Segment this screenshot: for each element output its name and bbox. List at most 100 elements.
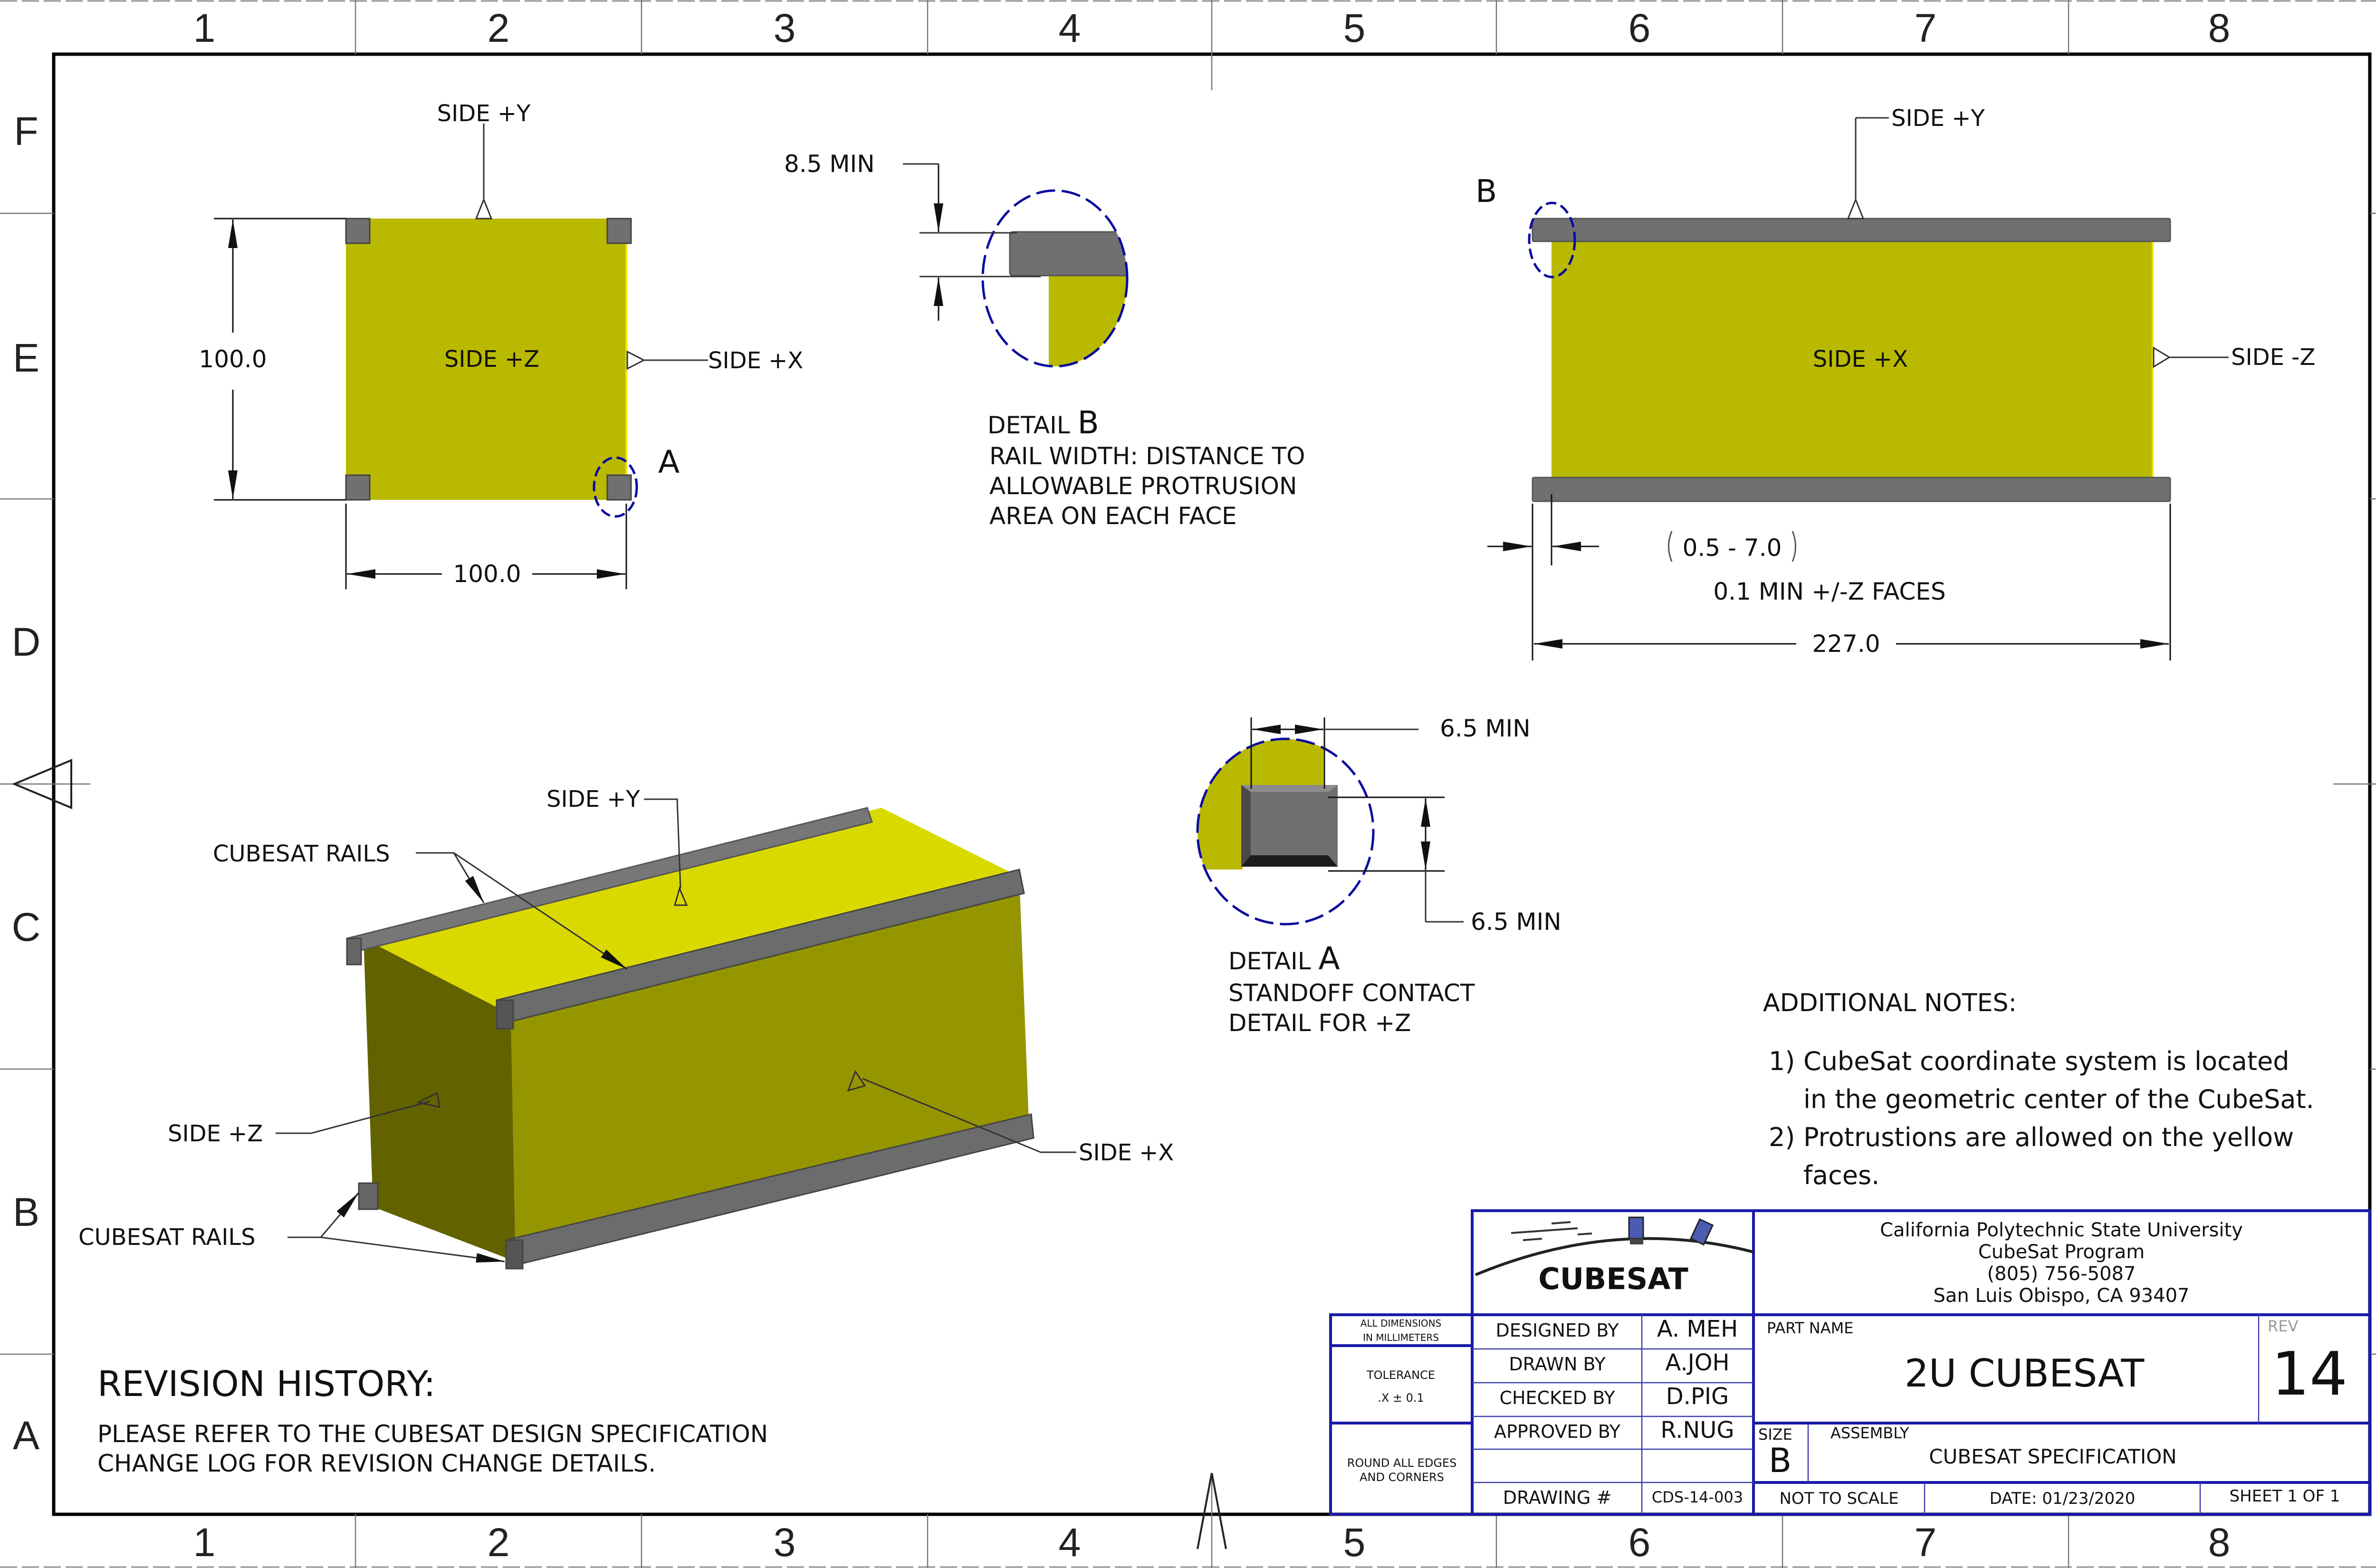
svg-text:ASSEMBLY: ASSEMBLY [1830, 1424, 1909, 1442]
side-indicator-icon [626, 350, 646, 370]
iso-label-side-z: SIDE +Z [168, 1120, 263, 1147]
iso-label-rails-bottom: CUBESAT RAILS [78, 1224, 256, 1251]
drawing-number: CDS-14-003 [1652, 1488, 1743, 1506]
isometric-view: SIDE +Y CUBESAT RAILS SIDE +Z SIDE +X CU… [78, 786, 1174, 1270]
signoff-name: R.NUG [1660, 1417, 1734, 1444]
svg-text:PART NAME: PART NAME [1767, 1319, 1853, 1337]
center-mark-left-icon [11, 759, 72, 809]
face-plus-x [1552, 240, 2153, 478]
detail-a-callout-letter: A [658, 444, 680, 480]
svg-text:REV: REV [2268, 1317, 2298, 1335]
front-view: SIDE +Y SIDE +Z SIDE +X 100.0 100.0 A [199, 100, 803, 589]
svg-text:ALL DIMENSIONS: ALL DIMENSIONS [1360, 1318, 1441, 1329]
dim-range: 0.5 - 7.0 [1683, 534, 1782, 562]
iso-face-plus-z [364, 938, 516, 1262]
side-indicator-icon [1847, 197, 1865, 220]
svg-text:SIZE: SIZE [1758, 1425, 1792, 1444]
svg-text:7: 7 [1915, 1520, 1937, 1565]
additional-notes: ADDITIONAL NOTES: 1) CubeSat coordinate … [1763, 989, 2314, 1190]
detail-a-dim-height: 6.5 MIN [1471, 908, 1562, 936]
detail-b-line: ALLOWABLE PROTRUSION [989, 472, 1297, 500]
svg-text:C: C [12, 905, 41, 949]
rail-top [1532, 218, 2171, 242]
signoff-name: D.PIG [1666, 1383, 1729, 1410]
label-side-z: SIDE +Z [444, 346, 539, 373]
svg-text:8: 8 [2208, 6, 2231, 50]
iso-face-top [364, 808, 1019, 1014]
org-line: San Luis Obispo, CA 93407 [1934, 1285, 2190, 1307]
revision-number: 14 [2271, 1339, 2347, 1409]
signoff-role: DRAWN BY [1509, 1354, 1606, 1375]
revision-line: CHANGE LOG FOR REVISION CHANGE DETAILS. [97, 1450, 656, 1477]
detail-b-callout-circle [1528, 201, 1576, 278]
date: DATE: 01/23/2020 [1990, 1489, 2136, 1508]
part-name: 2U CUBESAT [1905, 1351, 2145, 1396]
svg-text:F: F [14, 109, 38, 153]
tolerance-value: .X ± 0.1 [1378, 1391, 1424, 1405]
note-text: in the geometric center of the CubeSat. [1803, 1084, 2314, 1114]
scale: NOT TO SCALE [1779, 1489, 1898, 1508]
rail-bottom [1532, 477, 2171, 502]
logo-text: CUBESAT [1538, 1262, 1688, 1296]
detail-b-line: RAIL WIDTH: DISTANCE TO [989, 442, 1305, 470]
note-text: CubeSat coordinate system is located [1803, 1046, 2290, 1076]
org-line: (805) 756-5087 [1987, 1263, 2136, 1285]
detail-b-line: AREA ON EACH FACE [989, 502, 1237, 530]
title-block: CUBESAT California Polytechnic State Uni… [1329, 1209, 2371, 1516]
dim-length: 227.0 [1812, 630, 1880, 658]
detail-a-line: DETAIL FOR +Z [1228, 1009, 1411, 1037]
note-text: Protrustions are allowed on the yellow [1803, 1122, 2294, 1152]
svg-text:IN MILLIMETERS: IN MILLIMETERS [1363, 1332, 1439, 1343]
org-line: CubeSat Program [1978, 1241, 2145, 1263]
svg-text:4: 4 [1059, 6, 1081, 50]
side-indicator-icon [416, 1091, 441, 1108]
detail-b-title: DETAIL B [987, 404, 1099, 441]
svg-text:5: 5 [1343, 1520, 1366, 1565]
detail-a-callout-circle [593, 456, 638, 518]
svg-text:B: B [13, 1190, 39, 1234]
center-mark-bottom-icon [1197, 1472, 1227, 1549]
revision-history: REVISION HISTORY: PLEASE REFER TO THE CU… [97, 1364, 768, 1477]
iso-face-plus-x [511, 877, 1029, 1262]
detail-a: 6.5 MIN 6.5 MIN DETAIL A STANDOFF CONTAC… [1196, 715, 1562, 1037]
detail-b-dimension: 8.5 MIN [784, 150, 875, 178]
iso-label-rails-top: CUBESAT RAILS [213, 841, 390, 867]
sheet-number: SHEET 1 OF 1 [2230, 1487, 2340, 1506]
revision-line: PLEASE REFER TO THE CUBESAT DESIGN SPECI… [97, 1420, 768, 1448]
drawing-number-label: DRAWING # [1503, 1487, 1612, 1508]
svg-text:D: D [12, 620, 41, 664]
iso-label-side-x: SIDE +X [1079, 1139, 1174, 1166]
svg-text:AND CORNERS: AND CORNERS [1360, 1471, 1444, 1484]
signoff-role: CHECKED BY [1499, 1387, 1615, 1408]
svg-text:3: 3 [774, 1520, 796, 1565]
svg-text:2: 2 [488, 1520, 510, 1565]
label-side-x: SIDE +X [1813, 346, 1908, 373]
label-side-y: SIDE +Y [1891, 105, 1985, 132]
side-indicator-icon [847, 1070, 866, 1092]
signoff-role: DESIGNED BY [1495, 1320, 1619, 1341]
detail-a-circle [1196, 737, 1375, 926]
svg-text:6: 6 [1629, 6, 1651, 50]
signoff-role: APPROVED BY [1494, 1421, 1621, 1442]
svg-text:7: 7 [1915, 6, 1937, 50]
side-indicator-icon [475, 197, 493, 220]
assembly-name: CUBESAT SPECIFICATION [1929, 1445, 2176, 1468]
signoff-name: A. MEH [1657, 1316, 1738, 1342]
svg-text:4: 4 [1059, 1520, 1081, 1565]
note-number: 1) [1769, 1046, 1795, 1076]
svg-text:5: 5 [1343, 6, 1366, 50]
svg-text:1: 1 [193, 1520, 216, 1565]
dim-width: 100.0 [453, 560, 521, 588]
sheet-size: B [1769, 1441, 1792, 1480]
notes-heading: ADDITIONAL NOTES: [1763, 989, 2017, 1017]
svg-text:1: 1 [193, 6, 216, 50]
signoff-name: A.JOH [1665, 1349, 1729, 1376]
dim-height: 100.0 [199, 345, 267, 373]
svg-text:8: 8 [2208, 1520, 2231, 1565]
svg-text:6: 6 [1629, 1520, 1651, 1565]
org-line: California Polytechnic State University [1880, 1219, 2243, 1241]
detail-a-line: STANDOFF CONTACT [1228, 979, 1475, 1007]
detail-b: 8.5 MIN DETAIL B RAIL WIDTH: DISTANCE TO… [784, 150, 1305, 530]
side-indicator-icon [2153, 346, 2171, 368]
note-number: 2) [1769, 1122, 1795, 1152]
